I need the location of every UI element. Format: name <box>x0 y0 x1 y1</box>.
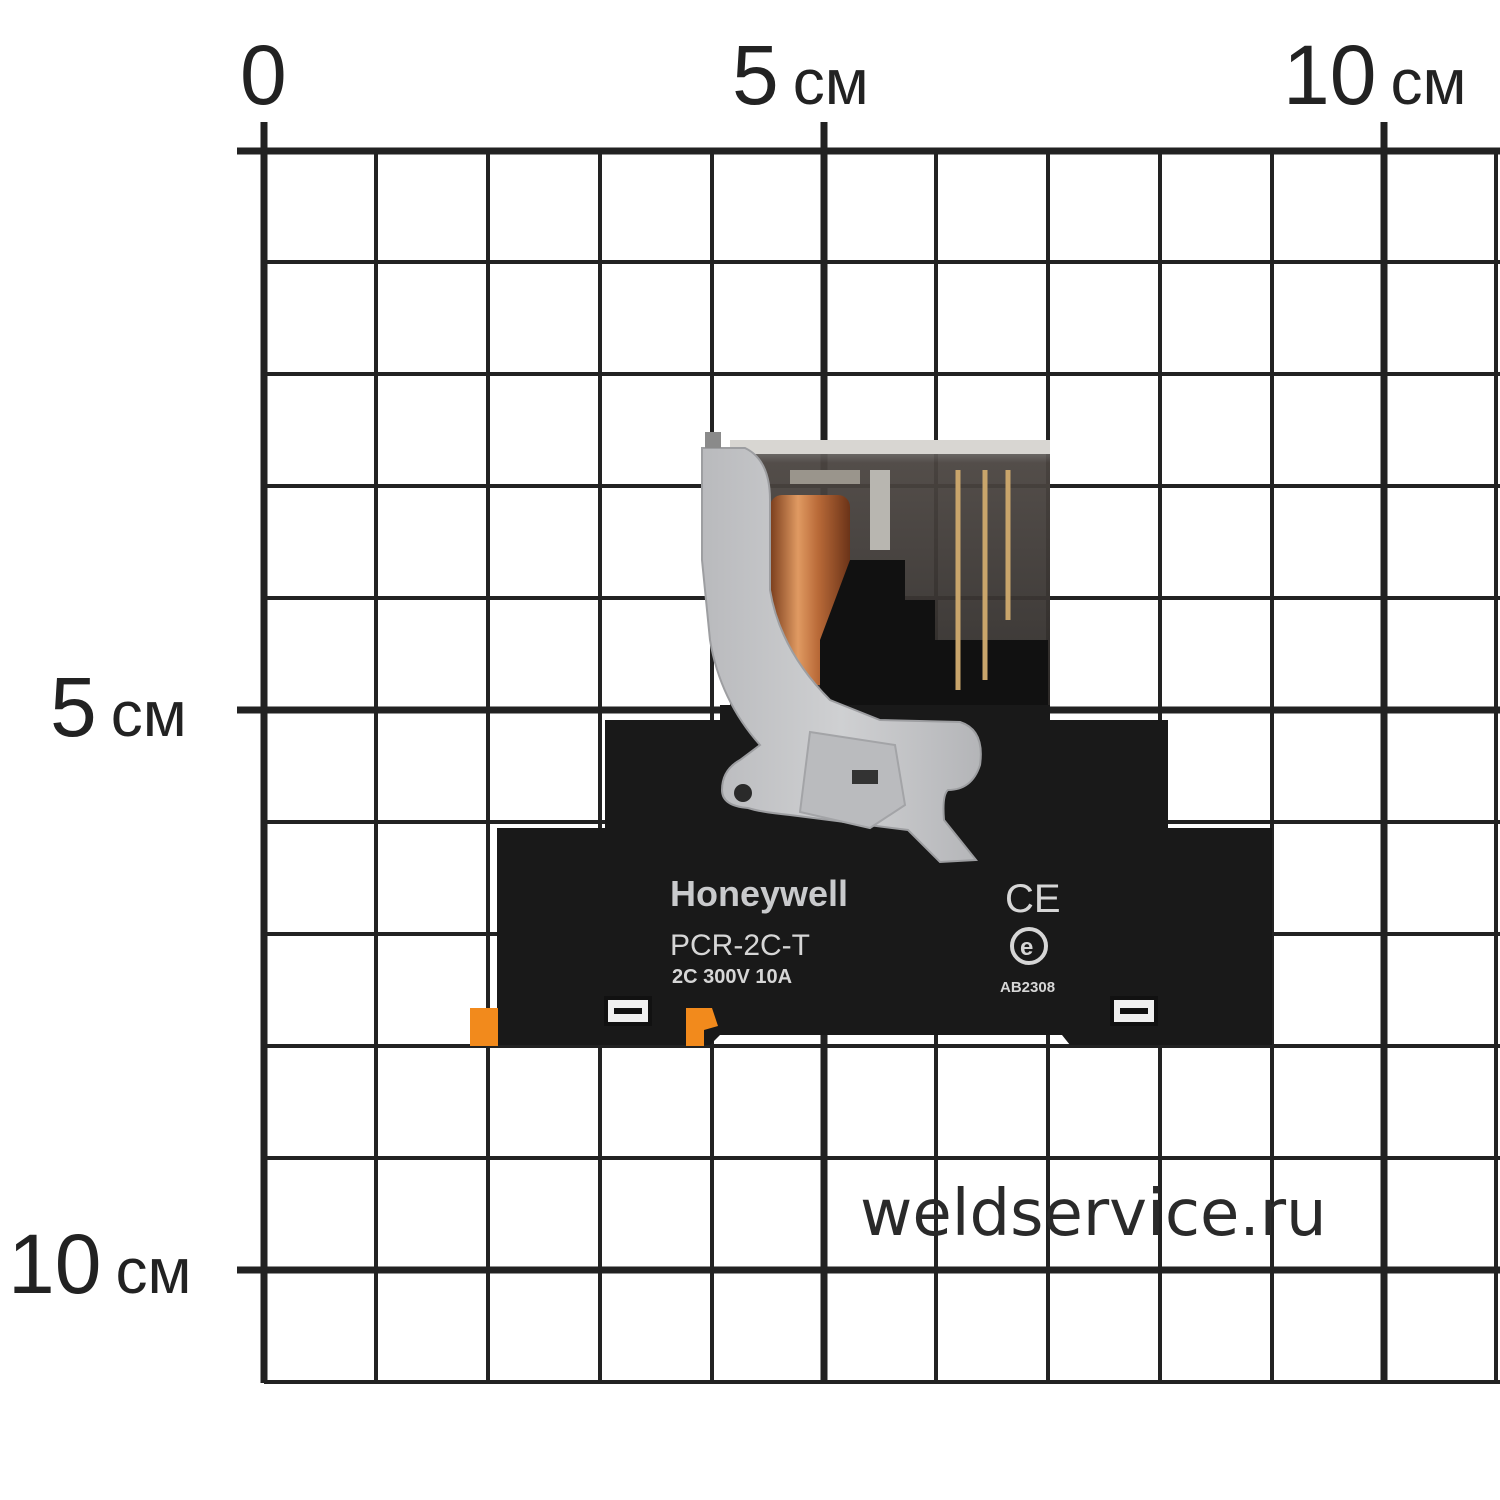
relay-contacts <box>955 470 1011 690</box>
lever-pivot-hole <box>734 784 752 802</box>
retaining-lever <box>701 447 982 864</box>
rating-label: 2C 300V 10A <box>672 966 792 988</box>
code-label: AB2308 <box>1000 979 1055 996</box>
din-latch-right <box>686 1008 718 1046</box>
top-label-0: 0 <box>240 28 287 122</box>
relay-socket-base <box>497 705 1272 1045</box>
watermark: weldservice.ru <box>860 1177 1327 1251</box>
svg-text:e: e <box>1020 934 1033 961</box>
relay-product: Honeywell PCR-2C-T 2C 300V 10A CE e AB23… <box>470 432 1272 1046</box>
major-grid-lines <box>237 122 1500 1383</box>
cert-mark-icon: e <box>1010 927 1048 965</box>
brand-label: Honeywell <box>670 873 848 914</box>
din-latch-left <box>470 1008 498 1046</box>
model-label: PCR-2C-T <box>670 929 810 962</box>
ce-mark: CE <box>1005 877 1061 921</box>
